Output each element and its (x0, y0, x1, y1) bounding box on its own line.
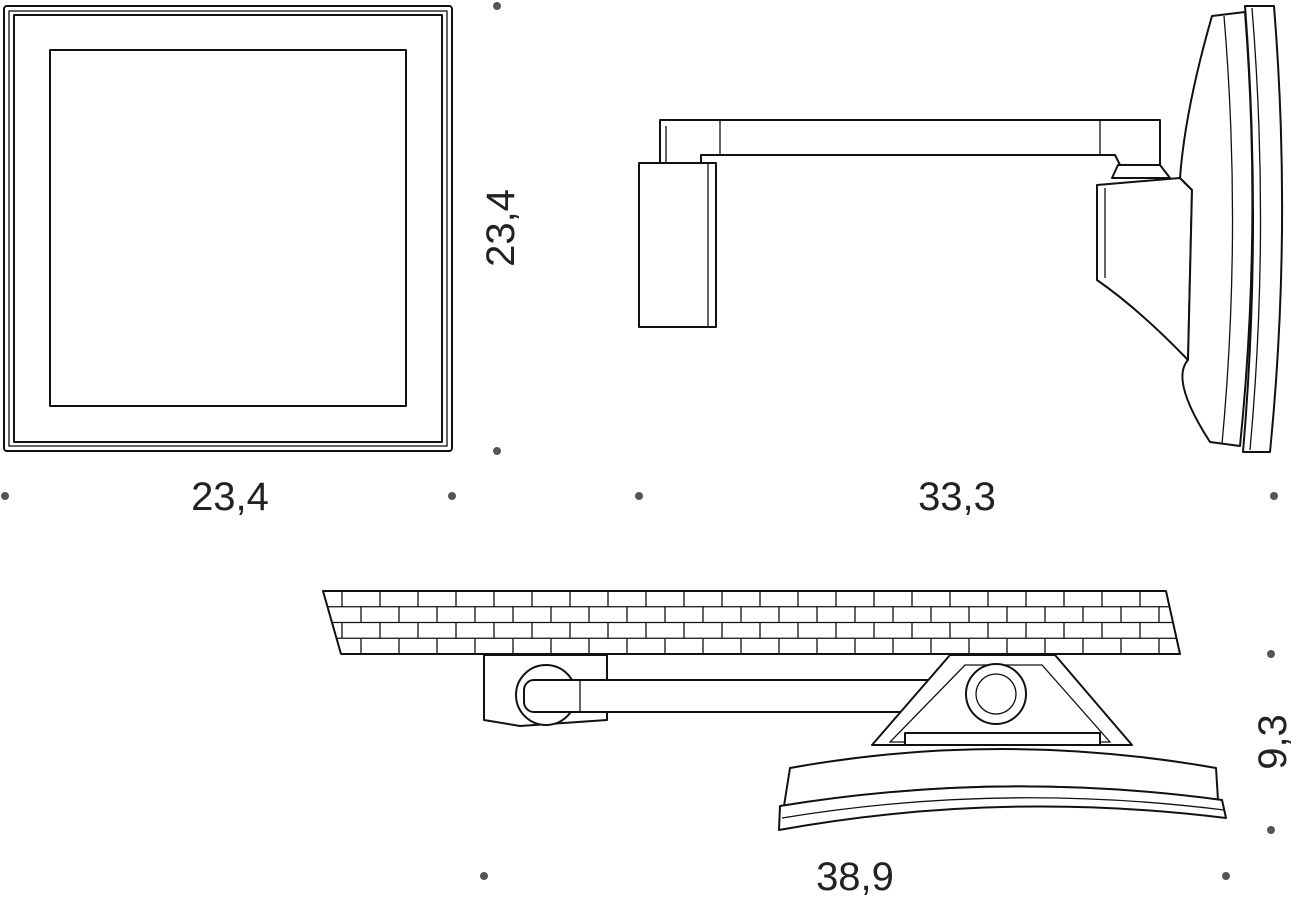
top-pivot-circle (965, 663, 1027, 725)
front-width-label: 23,4 (191, 475, 269, 519)
mirror-frame-edge (8, 10, 448, 447)
front-height-label: 23,4 (479, 189, 523, 267)
top-mirror-front (778, 785, 1227, 831)
top-view (322, 590, 1227, 831)
top-width-label: 38,9 (816, 855, 894, 899)
dimension-marker (1, 492, 9, 500)
dimension-marker (1267, 826, 1275, 834)
brick-pattern (327, 591, 1177, 654)
mirror-head-front (1242, 5, 1284, 453)
dimension-marker (635, 492, 643, 500)
dimension-marker (480, 872, 488, 880)
dimension-marker (448, 492, 456, 500)
front-view (3, 5, 453, 452)
wall-plate (638, 162, 717, 328)
dimension-marker (1267, 650, 1275, 658)
mirror-glass (49, 49, 407, 407)
dimension-marker (493, 447, 501, 455)
pivot-joint (1111, 164, 1171, 179)
swing-arm (659, 119, 1161, 166)
top-depth-label: 9,3 (1251, 714, 1295, 770)
side-view (638, 5, 1284, 453)
mirror-bracket (1096, 177, 1193, 361)
mirror-head-back (1179, 11, 1254, 447)
dimension-marker (1222, 872, 1230, 880)
dimension-marker (1270, 492, 1278, 500)
side-depth-label: 33,3 (918, 475, 996, 519)
dimension-marker (493, 2, 501, 10)
brick-wall (322, 590, 1181, 655)
